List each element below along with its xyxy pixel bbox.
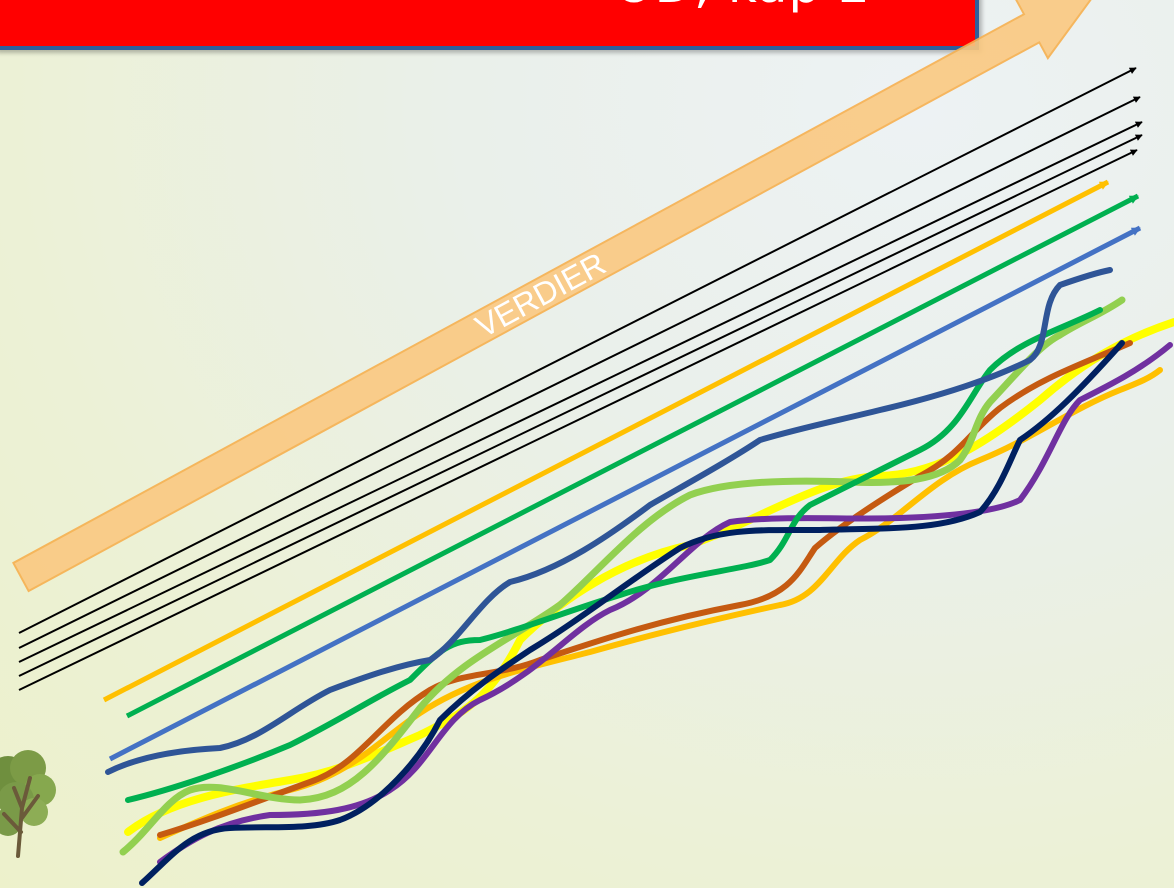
black-arrow — [18, 67, 1137, 634]
green-arrow — [125, 193, 1140, 719]
tree-icon — [0, 750, 56, 858]
gold-arrow — [102, 179, 1110, 703]
values-arrow-shape — [12, 0, 1097, 593]
black-arrows — [18, 67, 1143, 691]
black-arrow — [18, 149, 1138, 691]
green-path — [125, 307, 1103, 803]
tree-foliage — [20, 798, 48, 826]
yellow-path — [124, 318, 1174, 836]
slide-title: OD, kap 2 — [614, 0, 871, 14]
title-box: OD, kap 2 — [0, 0, 979, 50]
navy-path — [139, 340, 1125, 886]
values-arrow-label: VERDIER — [469, 245, 611, 345]
purple-path — [157, 342, 1173, 865]
black-arrow — [18, 134, 1143, 677]
light-green-path — [119, 296, 1126, 856]
black-arrow — [18, 121, 1143, 663]
black-arrow — [18, 96, 1141, 649]
blue-arrow — [108, 225, 1142, 762]
steel-blue-path — [105, 267, 1113, 775]
tree-trunk — [2, 776, 40, 858]
